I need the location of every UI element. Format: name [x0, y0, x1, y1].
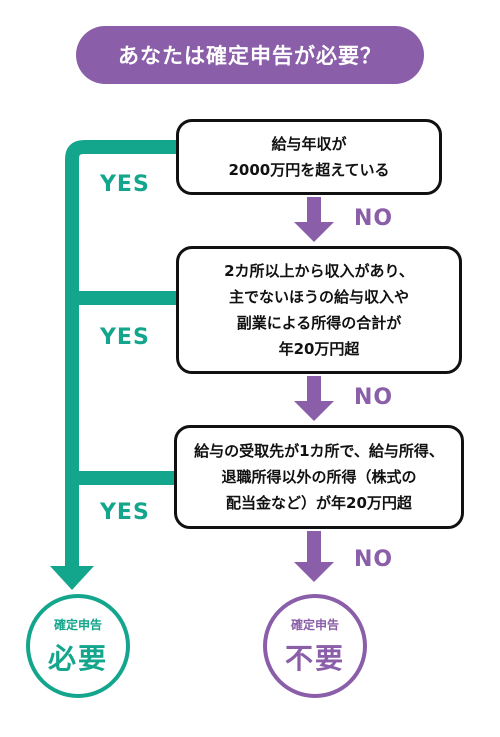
yes-label-2: YES [100, 325, 150, 350]
no-arrow-3-head [294, 562, 334, 582]
result-not-required-circle: 確定申告 不要 [263, 594, 367, 698]
yes-path-lines [50, 140, 178, 590]
question-1-line-2: 2000万円を超えている [228, 161, 390, 179]
question-3-line-2: 退職所得以外の所得（株式の [221, 468, 417, 486]
question-1-line-1: 給与年収が [271, 135, 347, 153]
question-2-line-3: 副業による所得の合計が [236, 314, 402, 332]
question-3-line-3: 配当金など）が年20万円超 [226, 494, 412, 512]
question-box-3: 給与の受取先が1カ所で、給与所得、 退職所得以外の所得（株式の 配当金など）が年… [174, 425, 464, 529]
no-arrow-1-shaft [307, 197, 321, 224]
result-required-circle: 確定申告 必要 [26, 594, 130, 698]
question-2-line-1: 2カ所以上から収入があり、 [224, 262, 414, 280]
result-required-label: 必要 [47, 641, 108, 675]
no-arrow-2-shaft [307, 376, 321, 403]
question-3-line-1: 給与の受取先が1カ所で、給与所得、 [194, 442, 444, 460]
no-label-3: NO [354, 547, 394, 572]
question-box-2: 2カ所以上から収入があり、 主でないほうの給与収入や 副業による所得の合計が 年… [176, 246, 462, 374]
yes-trunk-line [65, 140, 176, 568]
question-2-line-2: 主でないほうの給与収入や [228, 288, 409, 306]
yes-label-3: YES [100, 500, 150, 525]
no-arrow-1-head [294, 222, 334, 242]
title-banner: あなたは確定申告が必要？ [76, 26, 424, 84]
question-2-line-4: 年20万円超 [278, 340, 360, 358]
no-path-arrows [294, 197, 334, 582]
result-not-required-caption: 確定申告 [290, 617, 339, 632]
question-box-1: 給与年収が 2000万円を超えている [176, 119, 442, 195]
page-title: あなたは確定申告が必要？ [118, 44, 382, 68]
no-arrow-2-head [294, 401, 334, 421]
result-not-required-label: 不要 [284, 641, 345, 675]
yes-arrowhead [50, 566, 94, 590]
no-arrow-3-shaft [307, 531, 321, 564]
no-label-1: NO [354, 206, 394, 231]
result-required-caption: 確定申告 [53, 617, 102, 632]
yes-label-1: YES [100, 172, 150, 197]
no-label-2: NO [354, 385, 394, 410]
